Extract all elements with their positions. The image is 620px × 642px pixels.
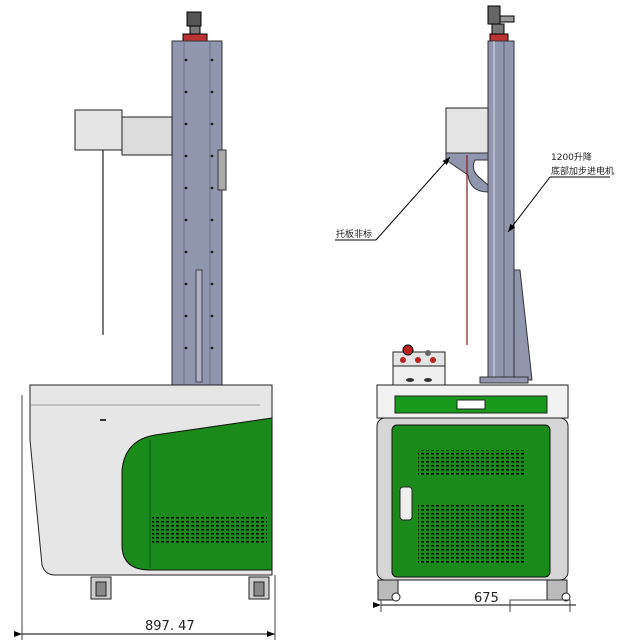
caster-icon: [546, 579, 571, 602]
door-vent: [418, 505, 526, 565]
side-green-panel: [121, 417, 273, 571]
caster-icon: [377, 579, 401, 602]
side-view: 897. 47: [14, 11, 276, 640]
bolt-icon: [184, 90, 188, 94]
bolt-icon: [184, 154, 188, 158]
bolt-icon: [210, 186, 214, 190]
lift-handwheel-icon: [487, 5, 515, 42]
button-icon: [430, 357, 436, 363]
bolt-icon: [184, 282, 188, 286]
side-width-dimension: 897. 47: [145, 619, 195, 634]
bolt-icon: [210, 58, 214, 62]
bolt-icon: [184, 186, 188, 190]
side-vent: [152, 515, 267, 545]
lift-handwheel-icon: [182, 11, 208, 42]
bolt-icon: [210, 346, 214, 350]
lift-label-line2: 底部加步进电机: [551, 165, 614, 177]
front-width-dimension: 675: [474, 591, 499, 606]
key-switch-icon: [425, 350, 431, 356]
button-icon: [400, 357, 406, 363]
bolt-icon: [184, 218, 188, 222]
door-handle[interactable]: [399, 486, 413, 521]
control-panel: [392, 344, 446, 389]
front-view: 675: [373, 5, 576, 612]
bolt-icon: [184, 58, 188, 62]
lift-column: [487, 40, 515, 382]
bolt-icon: [184, 346, 188, 350]
bolt-icon: [210, 282, 214, 286]
laser-head: [445, 107, 489, 154]
bolt-icon: [210, 250, 214, 254]
bolt-icon: [210, 218, 214, 222]
bolt-icon: [184, 314, 188, 318]
bolt-icon: [210, 90, 214, 94]
caster-icon: [248, 576, 270, 600]
drawer-handle[interactable]: [456, 399, 486, 410]
annotations: 托板非标 1200升降 底部加步进电机: [335, 151, 614, 241]
bolt-icon: [184, 250, 188, 254]
button-icon: [415, 357, 421, 363]
emergency-stop-icon: [402, 344, 414, 356]
column-bolts: [184, 58, 214, 350]
lift-label-line1: 1200升降: [551, 151, 592, 163]
door-vent: [418, 450, 526, 476]
bolt-icon: [210, 154, 214, 158]
laser-head: [74, 109, 123, 151]
bolt-icon: [210, 314, 214, 318]
caster-icon: [90, 576, 112, 600]
column-brace: [513, 269, 533, 381]
bracket-label: 托板非标: [336, 228, 372, 240]
bolt-icon: [184, 122, 188, 126]
bolt-icon: [210, 122, 214, 126]
laser-arm: [121, 116, 173, 156]
